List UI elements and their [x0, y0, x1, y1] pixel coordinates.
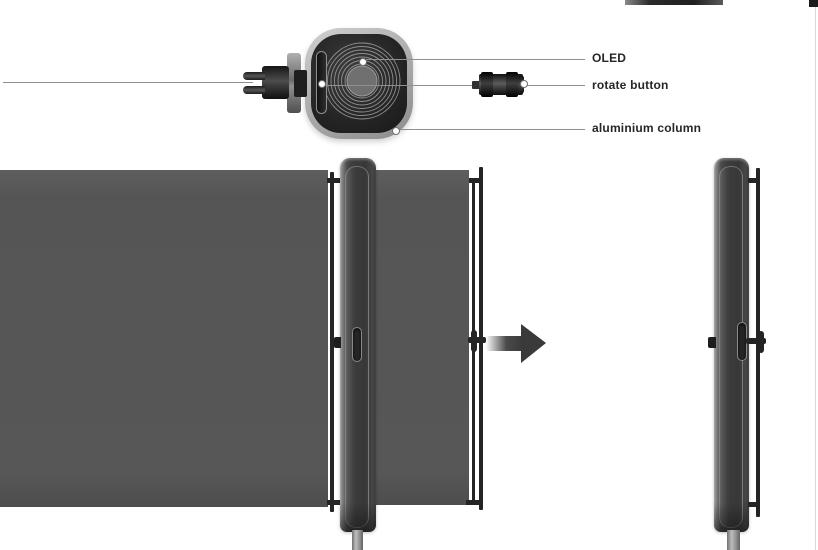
- extended-panel-right: [376, 170, 469, 505]
- axle-prong-top: [243, 72, 265, 80]
- column-stem-right: [727, 530, 740, 550]
- rail-tick-left-bottom: [327, 500, 341, 505]
- leader-line-oled: [366, 59, 585, 60]
- callout-oled: OLED: [592, 51, 627, 65]
- column-bottom-shade-center: [340, 502, 376, 532]
- rotate-button-cap-left: [481, 72, 493, 97]
- leader-line-rotate-button: [325, 85, 585, 86]
- rail-handle-tick-collapsed: [746, 338, 766, 344]
- rail-tick-collapsed-bottom: [748, 502, 758, 507]
- leader-line-left-offscreen: [3, 82, 253, 83]
- column-nub-center: [334, 337, 341, 348]
- anchor-dot-aluminium-column: [392, 127, 400, 135]
- column-stem-center: [352, 530, 363, 550]
- extend-arrow-tail: [486, 336, 523, 351]
- rotate-button-stem: [472, 81, 481, 89]
- anchor-dot-rotate-button: [318, 80, 326, 88]
- axle-hub: [294, 70, 307, 97]
- cropped-object-top: [625, 0, 723, 5]
- rail-tick-left-top: [327, 178, 341, 183]
- column-nub-right: [708, 337, 716, 348]
- panel-edge-rail-left: [330, 172, 334, 512]
- anchor-dot-rotate-part: [520, 80, 528, 88]
- anchor-dot-oled: [359, 58, 367, 66]
- callout-rotate-button: rotate button: [592, 78, 669, 92]
- leader-line-aluminium-column: [399, 129, 585, 130]
- column-slot-center: [352, 327, 362, 362]
- rail-tick-right-top: [469, 178, 482, 183]
- axle-body: [262, 66, 289, 99]
- column-bottom-shade-right: [714, 502, 749, 532]
- extend-arrow-icon: [521, 324, 546, 363]
- rotate-button-cap-right: [506, 72, 518, 97]
- callout-aluminium-column: aluminium column: [592, 121, 702, 135]
- rail-tick-right-bottom: [466, 500, 482, 505]
- coil-rings-graphic: [323, 42, 401, 120]
- rail-handle-nub-collapsed: [758, 331, 764, 353]
- page-corner-mark: [809, 0, 818, 7]
- axle-prong-bottom: [243, 86, 265, 94]
- rail-handle-tick: [468, 337, 486, 343]
- page-edge-line: [815, 0, 816, 550]
- rail-tick-collapsed-top: [748, 178, 758, 183]
- extended-panel-left: [0, 170, 328, 507]
